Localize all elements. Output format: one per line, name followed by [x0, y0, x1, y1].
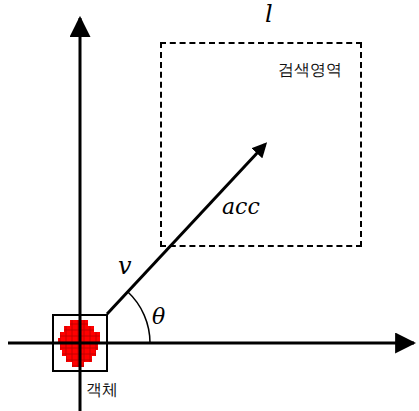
y-axis: [79, 18, 82, 411]
angle-arc: [128, 292, 150, 343]
acceleration-label: acc: [222, 196, 260, 218]
velocity-label: v: [116, 254, 134, 278]
x-axis: [8, 342, 414, 345]
object-box: 객체: [52, 314, 108, 372]
angle-label: θ: [152, 306, 165, 328]
node-label: 객체: [86, 380, 118, 399]
search-region: 검색영역: [160, 42, 362, 247]
velocity-arrow: [107, 145, 265, 315]
length-label: l: [265, 2, 273, 26]
node-label: 검색영역: [278, 60, 342, 79]
